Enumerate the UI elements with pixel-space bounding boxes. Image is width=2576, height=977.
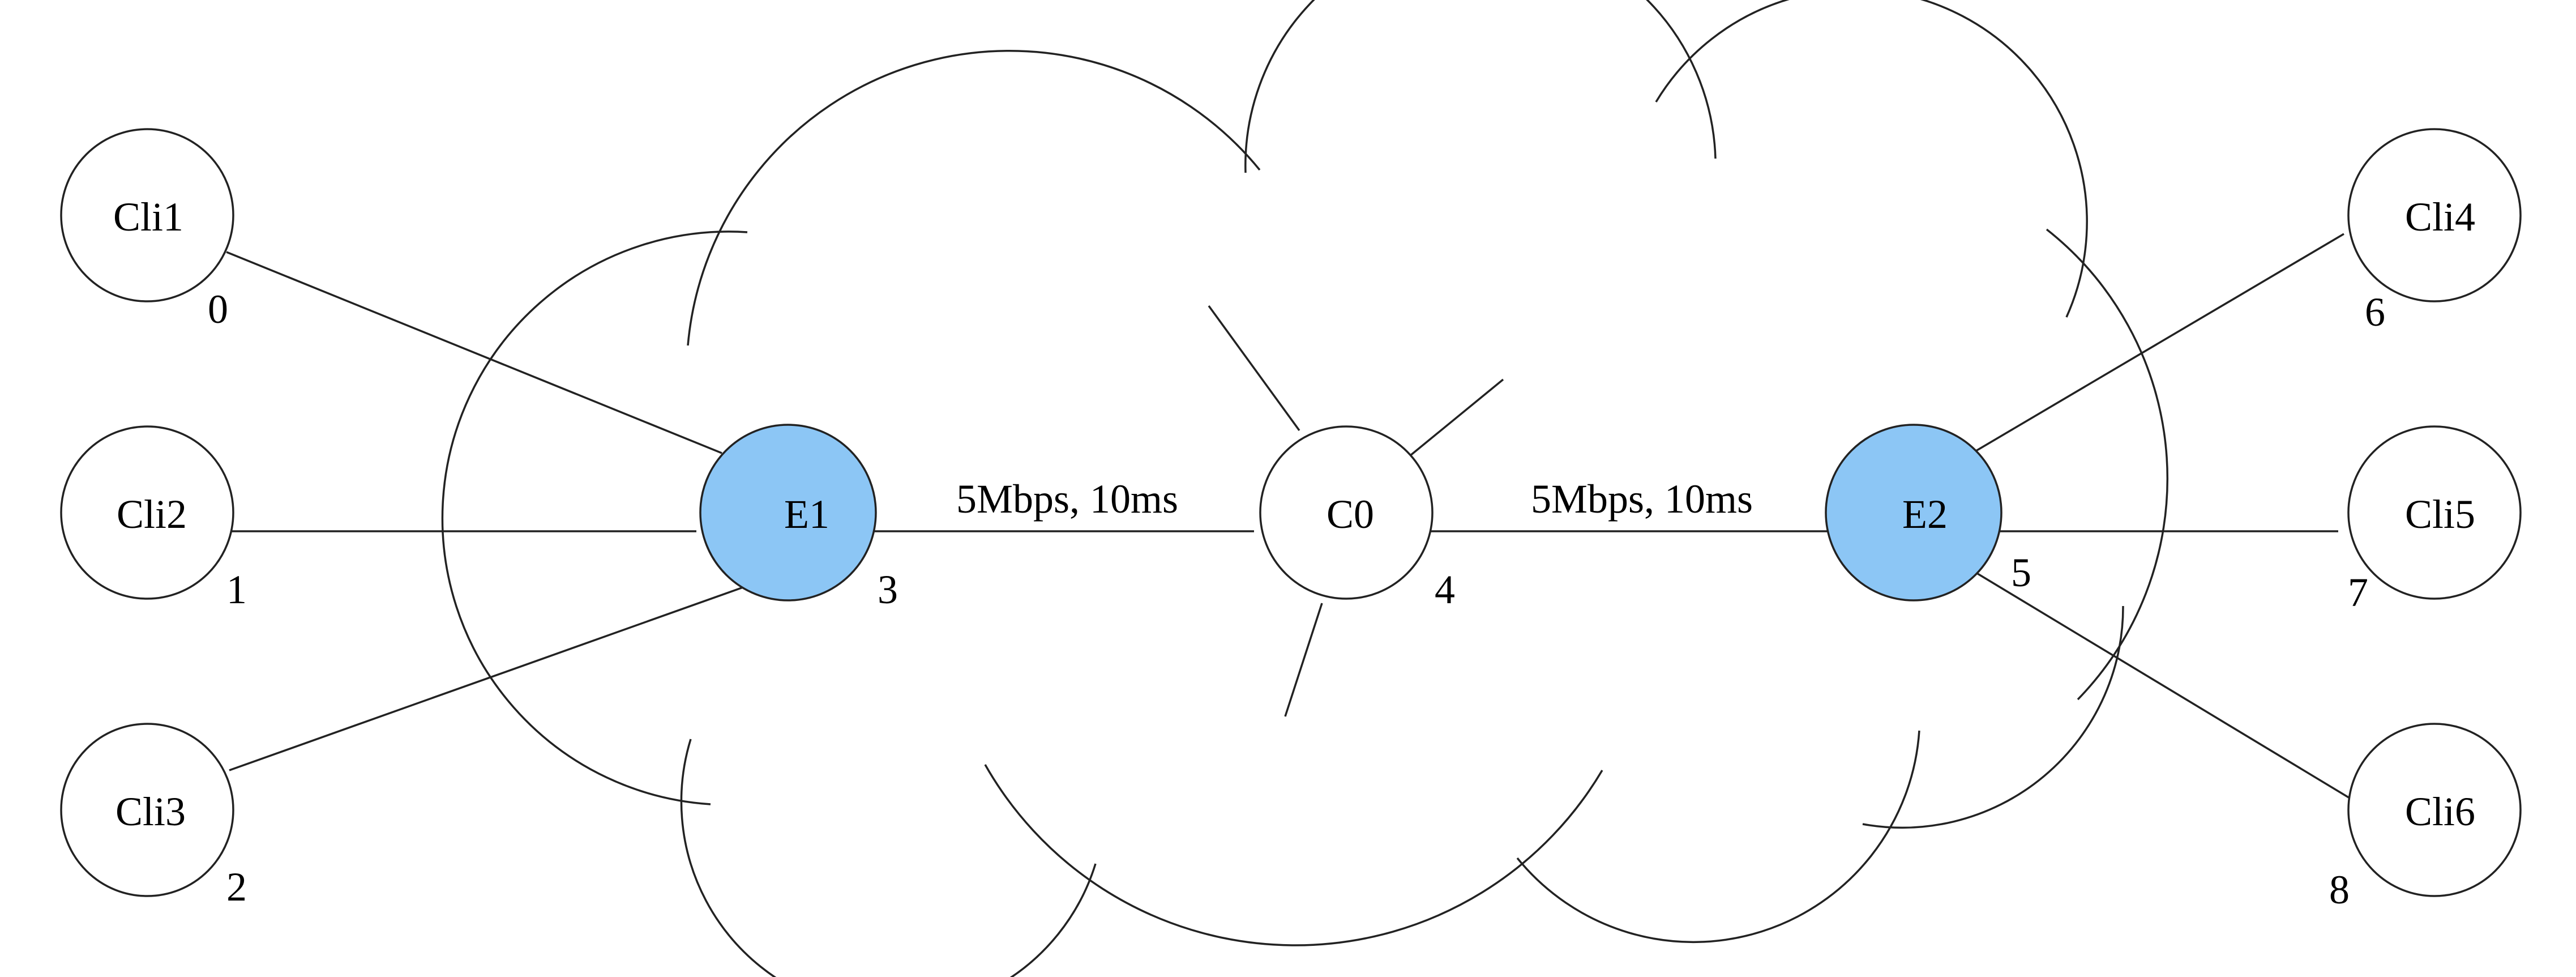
node-circle [60, 425, 234, 600]
node-label: Cli4 [2405, 194, 2475, 240]
node-cli2[interactable]: Cli2 [60, 425, 234, 600]
node-label: Cli1 [113, 194, 183, 240]
node-label: E2 [1902, 492, 1948, 537]
link-label-c0-e2: 5Mbps, 10ms [1531, 476, 1753, 522]
node-label: Cli3 [115, 789, 186, 834]
node-index-cli6: 8 [2329, 867, 2350, 912]
node-index-c0: 4 [1435, 567, 1455, 612]
node-index-e2: 5 [2011, 550, 2031, 595]
link-e2-cli4 [1967, 233, 2344, 457]
node-index-cli1: 0 [208, 287, 228, 332]
link-cli1-e1 [226, 251, 722, 454]
node-cli4[interactable]: Cli4 [2347, 128, 2522, 302]
node-label: C0 [1326, 492, 1374, 537]
node-label: Cli6 [2405, 789, 2475, 834]
links [226, 233, 2356, 803]
node-cli5[interactable]: Cli5 [2347, 425, 2522, 600]
node-circle [2347, 128, 2522, 302]
node-circle [1825, 424, 2002, 601]
node-label: Cli5 [2405, 492, 2475, 537]
node-e1[interactable]: E1 [699, 424, 877, 601]
node-cli6[interactable]: Cli6 [2347, 723, 2522, 897]
node-label: Cli2 [117, 492, 187, 537]
node-cli1[interactable]: Cli1 [60, 128, 234, 302]
link-label-e1-c0: 5Mbps, 10ms [956, 476, 1178, 522]
node-label: E1 [784, 492, 829, 537]
link-cli3-e1 [229, 585, 747, 771]
node-index-cli3: 2 [226, 864, 247, 910]
node-circle [60, 128, 234, 302]
node-index-cli2: 1 [226, 567, 247, 612]
node-circle [2347, 425, 2522, 600]
network-cloud [441, 0, 2169, 977]
node-index-cli5: 7 [2348, 570, 2368, 615]
node-circle [60, 723, 234, 897]
link-e2-cli6 [1970, 568, 2356, 803]
node-circle [1259, 425, 1434, 600]
node-e2[interactable]: E2 [1825, 424, 2002, 601]
node-c0[interactable]: C0 [1259, 425, 1434, 600]
node-cli3[interactable]: Cli3 [60, 723, 234, 897]
node-index-e1: 3 [878, 567, 898, 612]
node-index-cli4: 6 [2365, 289, 2385, 335]
node-circle [2347, 723, 2522, 897]
node-circle [699, 424, 877, 601]
core-spokes [1208, 305, 1504, 717]
